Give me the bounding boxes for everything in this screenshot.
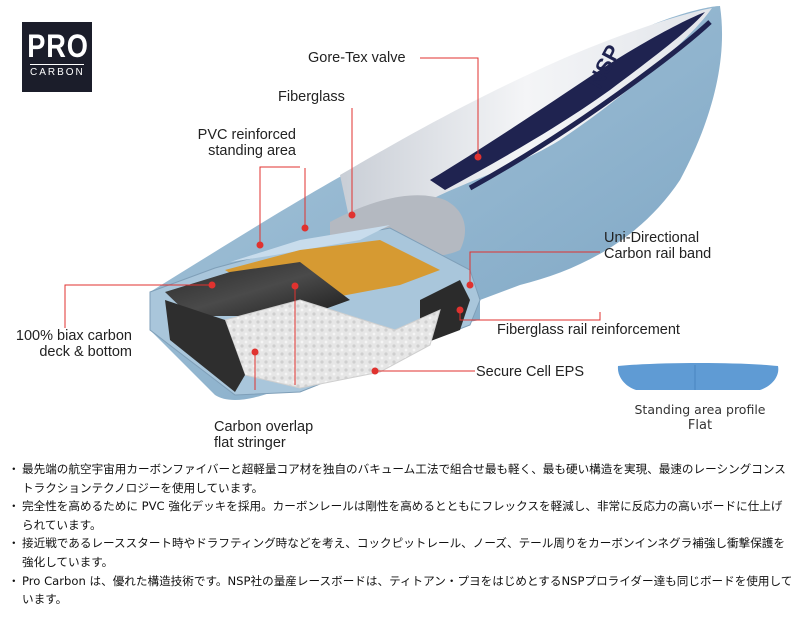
- note-item: ・ 最先端の航空宇宙用カーボンファイバーと超軽量コア材を独自のバキューム工法で組…: [8, 460, 793, 497]
- note-item: ・ 完全性を高めるために PVC 強化デッキを採用。カーボンレールは剛性を高める…: [8, 497, 793, 534]
- logo-carbon-text: CARBON: [30, 64, 84, 78]
- label-fiberglass-rail: Fiberglass rail reinforcement: [497, 322, 680, 338]
- pro-carbon-logo: PRO CARBON: [22, 22, 92, 92]
- note-bullet: ・: [8, 499, 20, 514]
- section-eps-core: [224, 299, 441, 389]
- note-text: Pro Carbon は、優れた構造技術です。NSP社の量産レースボードは、ティ…: [22, 573, 793, 607]
- label-gore-tex-valve: Gore-Tex valve: [308, 50, 406, 66]
- standing-area-profile-shape: [617, 363, 779, 390]
- profile-value: Flat: [687, 418, 713, 433]
- note-text: 完全性を高めるために PVC 強化デッキを採用。カーボンレールは剛性を高めるとと…: [22, 499, 783, 532]
- label-biax-line1: 100% biax carbon: [15, 328, 132, 344]
- note-item: ・ 接近戦であるレーススタート時やドラフティング時などを考え、コックピットレール…: [8, 534, 793, 571]
- profile-caption: Standing area profile: [634, 402, 766, 417]
- label-uni-line2: Carbon rail band: [604, 246, 712, 262]
- label-stringer-line2: flat stringer: [214, 435, 286, 451]
- description-notes: ・ 最先端の航空宇宙用カーボンファイバーと超軽量コア材を独自のバキューム工法で組…: [8, 460, 793, 609]
- label-pvc-line1: PVC reinforced: [197, 127, 296, 143]
- note-item: ・ Pro Carbon は、優れた構造技術です。NSP社の量産レースボードは、…: [8, 572, 793, 609]
- label-pvc-line2: standing area: [208, 143, 296, 159]
- label-stringer-line1: Carbon overlap: [214, 419, 314, 435]
- deck-stripe-outline: [468, 20, 712, 191]
- note-text: 接近戦であるレーススタート時やドラフティング時などを考え、コックピットレール、ノ…: [22, 536, 785, 569]
- label-secure-cell-eps: Secure Cell EPS: [476, 364, 584, 380]
- note-bullet: ・: [8, 536, 20, 551]
- board-cross-section-diagram: NSP: [64, 6, 779, 400]
- logo-pro-text: PRO: [27, 28, 89, 64]
- leader-lines: [64, 57, 601, 390]
- note-bullet: ・: [8, 462, 20, 476]
- section-fiberglass: [230, 225, 390, 262]
- label-biax-line2: deck & bottom: [39, 344, 132, 360]
- leader-dots: [208, 153, 482, 375]
- section-carbon-bottom: [165, 300, 245, 392]
- label-fiberglass: Fiberglass: [278, 89, 345, 105]
- deck-stripe: [430, 12, 705, 190]
- note-bullet: ・: [8, 573, 20, 588]
- label-uni-line1: Uni-Directional: [604, 230, 700, 246]
- note-text: 最先端の航空宇宙用カーボンファイバーと超軽量コア材を独自のバキューム工法で組合せ…: [22, 462, 786, 495]
